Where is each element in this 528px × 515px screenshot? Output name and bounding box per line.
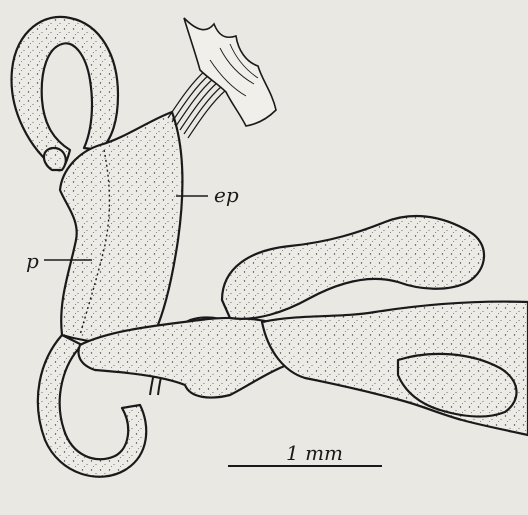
label-epiphallus: ep	[214, 183, 239, 207]
scale-bar-label: 1 mm	[286, 441, 343, 465]
label-penis: p	[26, 249, 39, 273]
